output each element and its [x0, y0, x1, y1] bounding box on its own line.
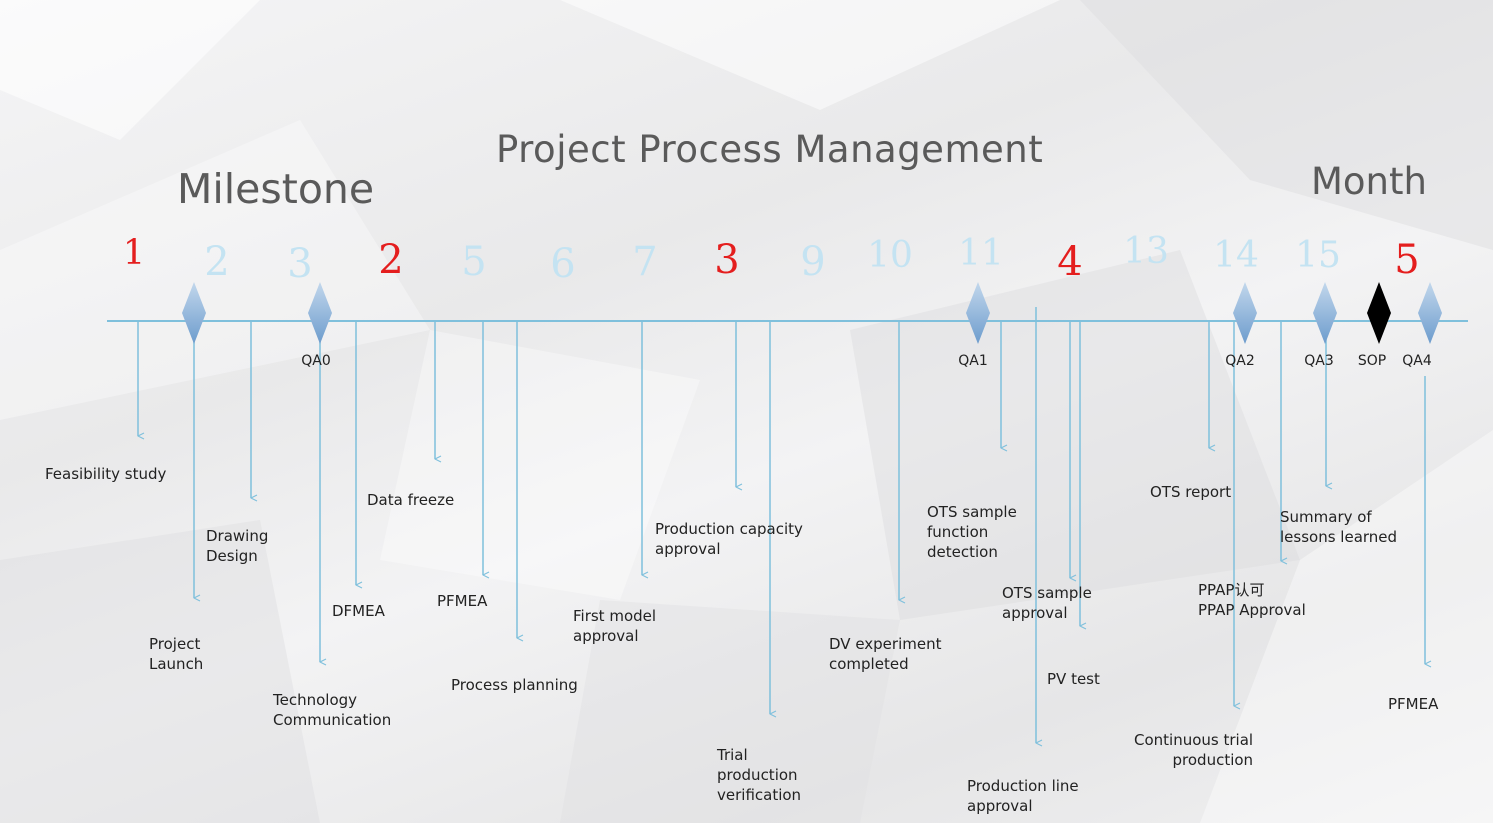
task-label: PFMEA — [1388, 695, 1439, 713]
task-label: Summary of lessons learned — [1280, 508, 1398, 546]
month-number: 2 — [378, 237, 404, 283]
gate-label: QA4 — [1402, 353, 1432, 369]
gate-diamond — [182, 282, 206, 344]
month-number: 2 — [204, 239, 230, 285]
gate-label: QA3 — [1304, 353, 1334, 369]
task-label: DFMEA — [332, 602, 385, 620]
gate-diamond — [308, 282, 332, 344]
gate-diamond — [1418, 282, 1442, 344]
month-number: 1 — [122, 233, 146, 273]
month-number: 5 — [1394, 237, 1420, 283]
task-label: PPAP认可 PPAP Approval — [1198, 581, 1306, 619]
task-label: DV experiment completed — [829, 635, 942, 673]
month-number: 6 — [550, 241, 576, 287]
task-label: Process planning — [451, 676, 578, 694]
page-title: Project Process Management — [496, 128, 1044, 171]
gate-label: SOP — [1357, 353, 1387, 369]
month-number: 13 — [1123, 231, 1169, 272]
month-heading: Month — [1311, 160, 1427, 203]
task-label: Continuous trial production — [1134, 731, 1254, 769]
gate-diamond — [1233, 282, 1257, 344]
task-label: PV test — [1047, 670, 1100, 688]
month-number: 3 — [714, 237, 740, 283]
task-label: Production line approval — [967, 777, 1079, 815]
task-label: Feasibility study — [45, 465, 167, 483]
task-label: Drawing Design — [206, 527, 269, 565]
task-label: Data freeze — [367, 491, 455, 509]
month-number: 5 — [461, 239, 487, 285]
month-number: 11 — [958, 233, 1004, 274]
task-label: Production capacity approval — [655, 520, 803, 558]
month-number: 4 — [1057, 239, 1083, 285]
task-label: Technology Communication — [273, 691, 392, 729]
gate-label: QA0 — [301, 353, 331, 369]
task-label: OTS sample function detection — [927, 503, 1017, 561]
task-label: Trial production verification — [717, 746, 802, 804]
gate-label: QA1 — [958, 353, 988, 369]
month-number: 14 — [1213, 235, 1259, 276]
gate-diamond — [1367, 282, 1391, 344]
month-number: 3 — [287, 241, 313, 287]
gate-label: QA2 — [1225, 353, 1255, 369]
task-label: Project Launch — [149, 635, 204, 673]
month-number: 10 — [867, 235, 913, 276]
month-number: 9 — [800, 239, 826, 285]
task-label: OTS sample approval — [1002, 584, 1092, 622]
month-number: 15 — [1295, 235, 1341, 276]
task-label: OTS report — [1150, 483, 1232, 501]
month-number: 7 — [632, 239, 658, 285]
gate-diamond — [1313, 282, 1337, 344]
milestone-heading: Milestone — [177, 165, 375, 213]
task-label: First model approval — [573, 607, 657, 645]
task-label: PFMEA — [437, 592, 488, 610]
gate-diamond — [966, 282, 990, 344]
